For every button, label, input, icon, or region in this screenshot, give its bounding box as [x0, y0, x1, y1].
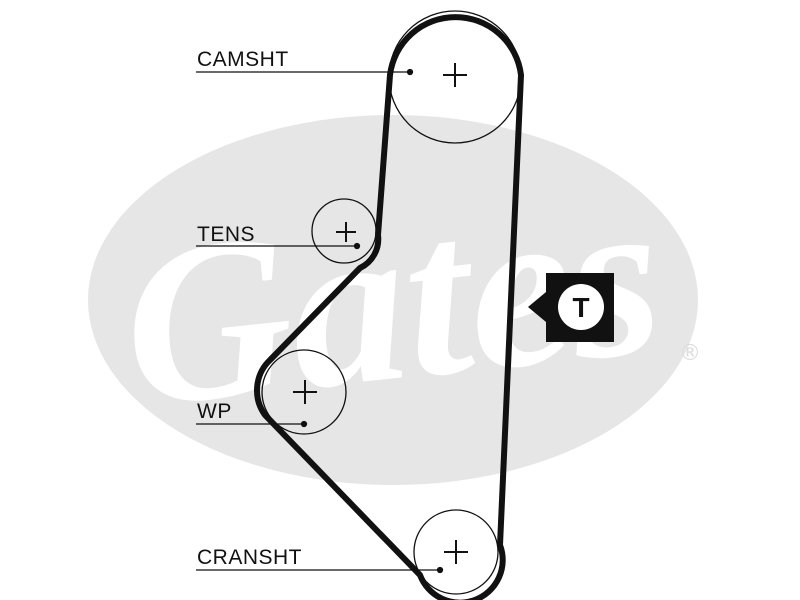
camshaft-label: CAMSHT: [197, 48, 289, 71]
crankshaft-label: CRANSHT: [197, 546, 302, 569]
water-pump-pulley: [261, 349, 347, 435]
water-pump-label: WP: [197, 400, 232, 423]
crankshaft-plus-icon: [444, 540, 468, 564]
timing-belt: [254, 14, 524, 600]
registered-mark: ®: [679, 341, 701, 366]
camshaft-plus-icon: [443, 63, 467, 87]
crankshaft-pulley: [413, 509, 499, 595]
tensioner-label: TENS: [197, 223, 255, 246]
water-pump-plus-icon: [293, 380, 317, 404]
watermark-ellipse: [88, 115, 698, 485]
tension-marker-letter: T: [572, 292, 589, 323]
tensioner-plus-icon: [336, 222, 356, 242]
tension-marker-icon: T: [528, 273, 614, 342]
